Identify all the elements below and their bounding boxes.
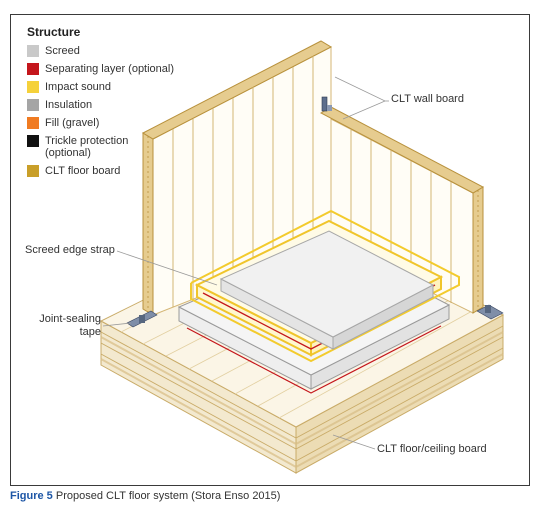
slab-lamella-lines <box>100 325 504 462</box>
legend-item-fill-gravel: Fill (gravel) <box>27 117 174 129</box>
legend-label: Trickle protection (optional) <box>45 135 129 159</box>
legend-swatch <box>27 63 39 75</box>
screed-layer <box>219 230 435 350</box>
figure-caption: Figure 5 Proposed CLT floor system (Stor… <box>10 490 280 502</box>
floor-buildup <box>177 209 460 394</box>
callout-clt-floor-ceiling-board: CLT floor/ceiling board <box>377 443 487 455</box>
legend-swatch <box>27 165 39 177</box>
legend-label: CLT floor board <box>45 165 121 177</box>
leader-lines <box>102 76 389 450</box>
legend-swatch <box>27 45 39 57</box>
legend-swatch <box>27 135 39 147</box>
legend-swatch <box>27 99 39 111</box>
legend-item-insulation: Insulation <box>27 99 174 111</box>
slab-layer-bands <box>100 331 504 469</box>
legend-label: Separating layer (optional) <box>45 63 175 75</box>
callout-screed-edge-strap: Screed edge strap <box>25 244 115 256</box>
legend-title: Structure <box>27 25 81 39</box>
joint-sealing-tape-left <box>126 310 158 328</box>
legend-label: Fill (gravel) <box>45 117 100 129</box>
callout-joint-sealing-tape: Joint-sealing tape <box>39 313 101 338</box>
left-wall-top <box>141 40 333 140</box>
wall-bracket-top <box>321 96 332 112</box>
legend-label: Impact sound <box>45 81 112 93</box>
legend: Structure Screed Separating layer (optio… <box>27 25 174 183</box>
legend-swatch <box>27 81 39 93</box>
legend-item-separating-layer: Separating layer (optional) <box>27 63 174 75</box>
legend-label: Screed <box>45 45 80 57</box>
legend-item-impact-sound: Impact sound <box>27 81 174 93</box>
legend-item-clt-floor-board: CLT floor board <box>27 165 174 177</box>
right-wall <box>319 106 485 314</box>
legend-label: Insulation <box>45 99 93 111</box>
figure-caption-text: Proposed CLT floor system (Stora Enso 20… <box>55 490 281 502</box>
callout-clt-wall-board: CLT wall board <box>391 93 464 105</box>
clt-floor-diagram <box>99 40 505 474</box>
left-wall-board-lines <box>172 56 314 307</box>
figure-frame: Structure Screed Separating layer (optio… <box>10 14 530 486</box>
figure-number: Figure 5 <box>10 490 53 502</box>
joint-sealing-tape-right <box>476 304 504 320</box>
legend-swatch <box>27 117 39 129</box>
legend-item-screed: Screed <box>27 45 174 57</box>
screed-edge-strap <box>190 209 460 363</box>
legend-item-trickle-protection: Trickle protection (optional) <box>27 135 174 159</box>
separating-layer-line <box>186 325 442 394</box>
